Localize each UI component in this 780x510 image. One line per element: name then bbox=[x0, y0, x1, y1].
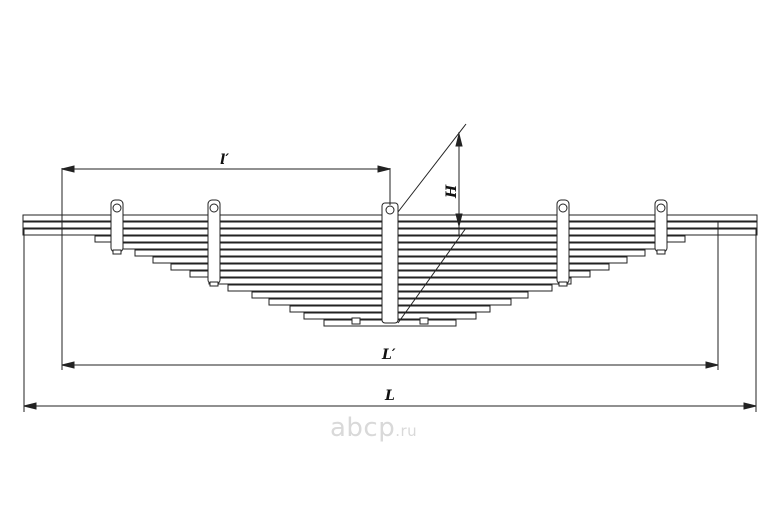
rebound-clip bbox=[207, 199, 221, 287]
dimension-label-H: H bbox=[444, 184, 460, 199]
rebound-clip bbox=[654, 199, 668, 255]
dimension-label-L: L bbox=[384, 388, 395, 404]
dimension-label-l-prime: l′ bbox=[220, 152, 229, 168]
rebound-clip bbox=[110, 199, 124, 255]
dimension-H bbox=[397, 123, 467, 324]
dimension-l-prime bbox=[61, 165, 391, 370]
dimension-label-L-prime: L′ bbox=[381, 347, 396, 363]
dimension-L-prime bbox=[61, 222, 719, 370]
center-bolt bbox=[351, 202, 429, 325]
watermark-suffix: .ru bbox=[395, 422, 418, 440]
rebound-clip bbox=[556, 199, 570, 287]
watermark-logo: abcp.ru bbox=[330, 413, 417, 443]
dimension-L bbox=[23, 228, 757, 412]
watermark-text: abcp bbox=[330, 413, 396, 443]
